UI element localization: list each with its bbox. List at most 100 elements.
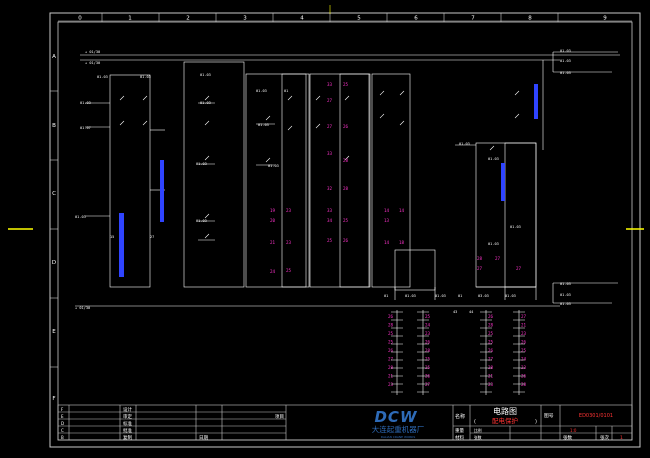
sheet-number: 1	[620, 435, 623, 441]
terminal-number: 24	[425, 323, 431, 328]
drawing-frame	[49, 12, 641, 448]
terminal-number: 28	[388, 365, 394, 370]
reviewer-label: 审定	[123, 413, 132, 420]
grid-row-label: E	[52, 329, 56, 335]
company-logo: DCW 大连起重机器厂 DALIAN CRANE WORKS	[372, 408, 425, 439]
weight-label: 重量	[455, 427, 464, 434]
grid-column-label: 6	[414, 16, 418, 22]
terminal-number: 25	[488, 331, 494, 336]
terminal-number: 23	[488, 382, 494, 387]
svg-text:01.03: 01.03	[268, 164, 279, 168]
company-name-en: DALIAN CRANE WORKS	[381, 435, 416, 439]
title-block: F E D C B 设计 审定 标准 批准 复制 日期 项目 DCW 大连起重机…	[57, 404, 633, 441]
svg-text:27: 27	[327, 124, 333, 129]
terminal-number: 27	[388, 357, 394, 362]
svg-text:28: 28	[343, 158, 349, 163]
terminal-number: 25	[425, 365, 431, 370]
svg-text:+ 01/30: + 01/30	[75, 306, 90, 310]
svg-text:34: 34	[327, 218, 333, 223]
terminal-number: 25	[425, 357, 431, 362]
terminal-number: 26	[521, 340, 527, 345]
svg-text:+ 01/30: + 01/30	[85, 61, 100, 65]
svg-text:01: 01	[284, 89, 288, 93]
terminal-number: 25	[425, 314, 431, 319]
logo-text: DCW	[374, 408, 417, 426]
schematic-wiring	[75, 51, 620, 395]
svg-text:+ 01/30: + 01/30	[85, 50, 100, 54]
coil-symbols	[119, 84, 538, 277]
drawing-subtitle: 配电保护	[492, 416, 518, 425]
svg-text:25: 25	[327, 238, 333, 243]
svg-text:01.03: 01.03	[560, 293, 571, 297]
terminal-number: 28	[388, 323, 394, 328]
svg-text:03.03: 03.03	[478, 294, 489, 298]
terminal-number: 27	[488, 357, 494, 362]
grid-row-label: D	[52, 260, 56, 266]
svg-text:27: 27	[477, 266, 483, 271]
terminal-number: 21	[521, 323, 527, 328]
terminal-number: 23	[388, 382, 394, 387]
svg-text:01.03: 01.03	[196, 219, 207, 223]
svg-text:14: 14	[399, 208, 405, 213]
terminal-number: 28	[488, 365, 494, 370]
grid-row-label: B	[52, 123, 56, 129]
svg-text:01.03: 01.03	[560, 282, 571, 286]
svg-text:27: 27	[150, 235, 154, 239]
sheet-label: 张次	[600, 434, 609, 441]
svg-text:33: 33	[327, 151, 333, 156]
svg-text:33: 33	[327, 208, 333, 213]
svg-text:25: 25	[286, 268, 292, 273]
terminal-number: 26	[388, 314, 394, 319]
svg-text:01: 01	[458, 294, 462, 298]
svg-text:44: 44	[469, 310, 473, 314]
terminal-number: 26	[488, 348, 494, 353]
sheet-count-label-2: 张数	[563, 434, 572, 441]
grid-column-label: 2	[186, 16, 190, 22]
svg-text:01.03: 01.03	[560, 59, 571, 63]
terminal-number: 23	[425, 331, 431, 336]
svg-text:27: 27	[495, 256, 501, 261]
grid-column-label: 3	[243, 16, 247, 22]
svg-text:01.07: 01.07	[80, 126, 91, 130]
grid-column-label: 0	[78, 16, 82, 22]
terminal-number: 27	[521, 314, 527, 319]
svg-text:01.03: 01.03	[256, 89, 267, 93]
rev-row-letter: D	[61, 421, 64, 426]
svg-text:25: 25	[343, 218, 349, 223]
standard-label: 标准	[123, 420, 132, 427]
drawing-number: ED0301/0101	[579, 413, 613, 419]
rev-row-letter: F	[61, 407, 64, 412]
terminal-number: 24	[521, 357, 527, 362]
svg-text:15: 15	[110, 235, 114, 239]
terminal-number: 26	[488, 314, 494, 319]
svg-text:01.03: 01.03	[80, 101, 91, 105]
svg-text:14: 14	[384, 240, 390, 245]
name-label: 名称	[455, 413, 465, 420]
project-label: 项目	[275, 414, 284, 420]
svg-text:18: 18	[399, 240, 405, 245]
terminal-number: 25	[388, 340, 394, 345]
grid-column-label: 8	[528, 16, 532, 22]
svg-text:01.03: 01.03	[510, 225, 521, 229]
grid-column-label: 5	[357, 16, 361, 22]
svg-text:01.03: 01.03	[200, 101, 211, 105]
date-label: 日期	[199, 435, 208, 441]
svg-text:01.03: 01.03	[505, 294, 516, 298]
material-label: 材料	[455, 434, 464, 441]
svg-text:01.03: 01.03	[560, 302, 571, 306]
scale-value: 1:0	[570, 428, 577, 433]
terminal-number: 25	[488, 340, 494, 345]
terminal-number: 25	[388, 331, 394, 336]
svg-text:27: 27	[516, 266, 522, 271]
scale-label: 比例	[474, 428, 482, 433]
svg-text:01.03: 01.03	[97, 75, 108, 79]
svg-text:28: 28	[477, 256, 483, 261]
svg-text:33: 33	[327, 82, 333, 87]
drawing-no-label: 图号	[544, 413, 554, 419]
svg-text:01.03: 01.03	[200, 73, 211, 77]
svg-text:21: 21	[270, 240, 276, 245]
approver-label: 批准	[123, 427, 132, 434]
